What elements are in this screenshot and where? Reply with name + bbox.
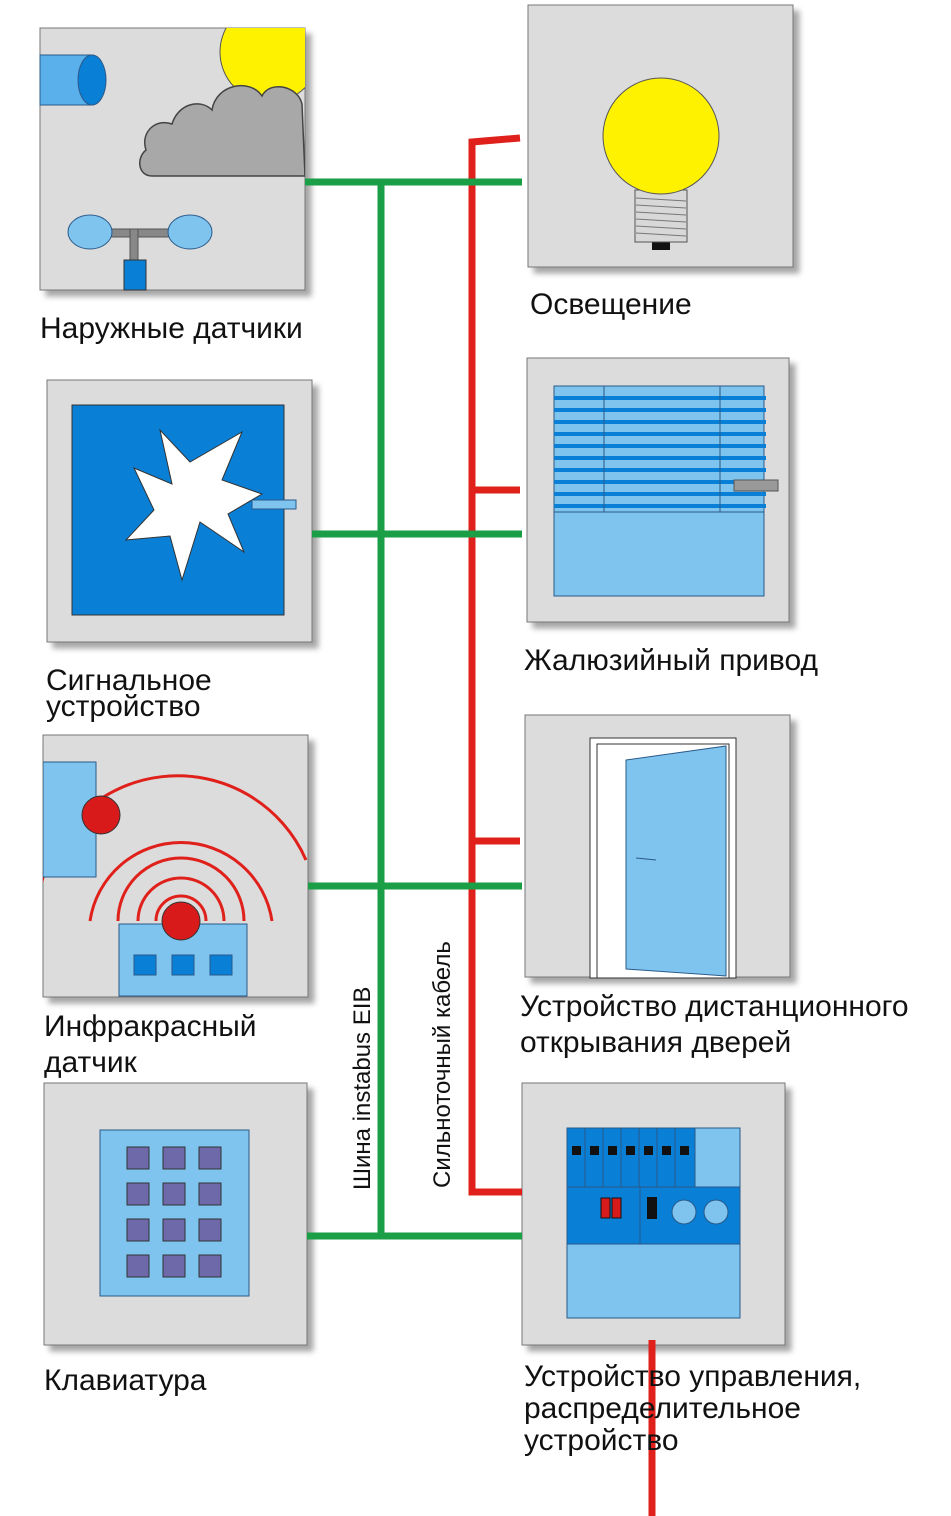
label-lighting: Освещение bbox=[530, 288, 692, 321]
door-panel bbox=[524, 714, 791, 979]
control-distribution-panel bbox=[521, 1082, 786, 1346]
anemometer-icon bbox=[67, 214, 213, 291]
bus-line bbox=[305, 178, 522, 1240]
label-infrared-line1: Инфракрасный bbox=[44, 1010, 257, 1043]
label-alarm-line2: устройство bbox=[46, 690, 201, 723]
label-keypad: Клавиатура bbox=[44, 1364, 207, 1397]
breaker-row-icon bbox=[566, 1127, 696, 1188]
ir-detector-icon bbox=[118, 901, 248, 997]
control-module-icon bbox=[566, 1186, 741, 1245]
label-door-line2: открывания дверей bbox=[520, 1026, 791, 1059]
infrared-sensor-panel bbox=[42, 734, 309, 998]
label-control-line2: распределительное bbox=[524, 1392, 801, 1425]
label-blinds: Жалюзийный привод bbox=[524, 644, 818, 677]
light-bulb-icon bbox=[602, 77, 720, 250]
label-control-line1: Устройство управления, bbox=[524, 1360, 861, 1393]
alarm-device-panel bbox=[46, 379, 313, 643]
open-door-icon bbox=[625, 745, 727, 977]
window-handle-icon bbox=[251, 499, 297, 510]
label-infrared-line2: датчик bbox=[44, 1046, 138, 1079]
label-control-line3: устройство bbox=[524, 1424, 679, 1457]
blinds-panel bbox=[526, 357, 790, 623]
keypad-keys-icon bbox=[126, 1146, 222, 1278]
outdoor-sensors-panel bbox=[39, 27, 306, 291]
lighting-panel bbox=[527, 4, 794, 268]
broken-glass-icon bbox=[124, 428, 264, 582]
cloud-icon bbox=[139, 84, 305, 177]
label-bus-line: Шина instabus EIB bbox=[349, 987, 376, 1190]
blind-handle-icon bbox=[733, 479, 779, 492]
power-cable bbox=[468, 134, 656, 1516]
label-outdoor-sensors: Наружные датчики bbox=[40, 312, 303, 345]
label-door-line1: Устройство дистанционного bbox=[520, 990, 909, 1023]
cylinder-sensor-icon bbox=[39, 54, 107, 106]
keypad-panel bbox=[43, 1082, 308, 1346]
label-power-cable: Сильноточный кабель bbox=[429, 941, 456, 1188]
blind-slats-icon bbox=[554, 396, 766, 508]
label-alarm-line1: Сигнальное bbox=[46, 664, 212, 697]
